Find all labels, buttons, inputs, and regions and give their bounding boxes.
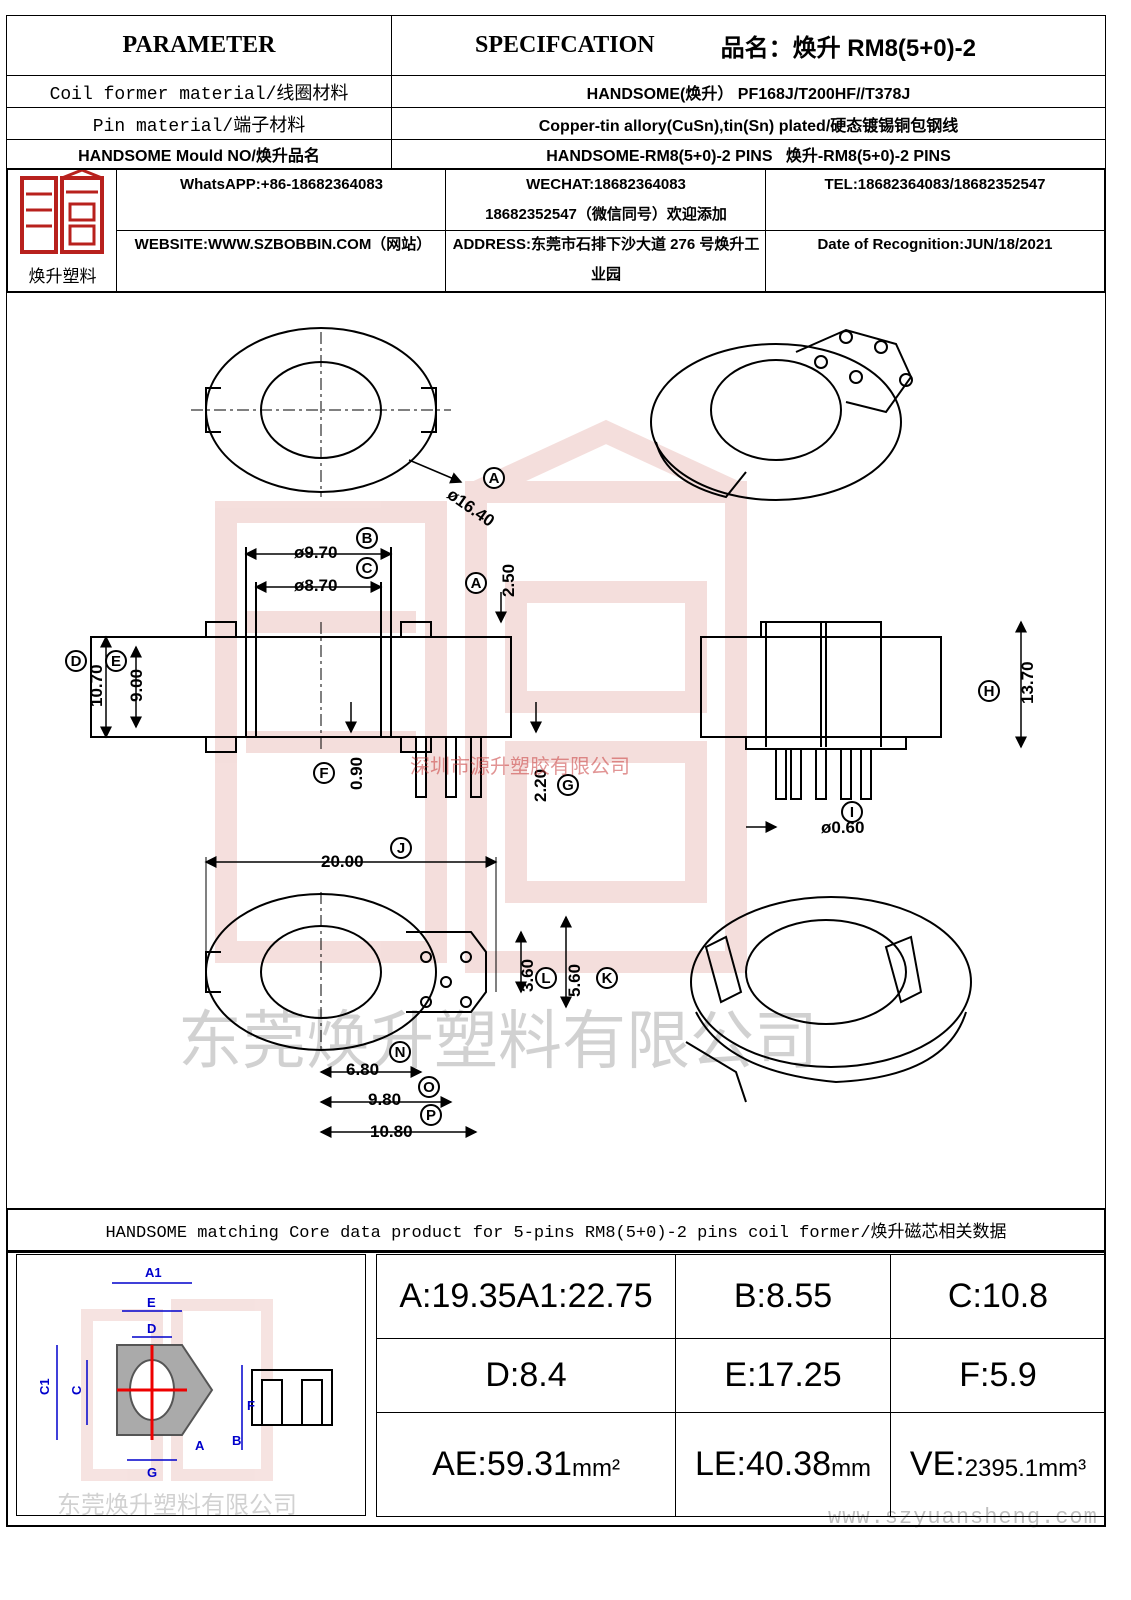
specification-label: SPECIFCATION (475, 32, 655, 58)
letter-b: B (362, 530, 373, 547)
letter-n: N (395, 1044, 406, 1061)
core-diagram: A1 E D C1 C F B G A (37, 1265, 333, 1481)
core-value-b: B:8.55 (675, 1254, 891, 1339)
product-name-label: 品名：焕升 RM8(5+0)-2 (720, 35, 976, 62)
technical-drawing: ø16.40 ø9.70 ø8.70 2.50 10.70 9.00 0.90 … (65, 327, 1037, 1141)
dim-g: 2.20 (531, 769, 550, 802)
letter-e: E (111, 653, 121, 670)
core-label-c: C (69, 1385, 84, 1395)
red-logo-watermark (215, 419, 747, 973)
contact-grid-lines (117, 170, 1104, 291)
tel-text: TEL:18682364083/18682352547 (824, 176, 1046, 193)
dim-j: 20.00 (321, 852, 364, 871)
side-view-body (90, 636, 512, 738)
dim-h: 13.70 (1018, 661, 1037, 704)
letter-g: G (562, 777, 574, 794)
core-value-c: C:10.8 (890, 1254, 1106, 1339)
letter-j: J (397, 840, 405, 857)
core-label-a1: A1 (145, 1265, 162, 1280)
letter-a2: A (471, 575, 482, 592)
pin-material-label: Pin material/端子材料 (6, 107, 392, 140)
dim-p: 10.80 (370, 1122, 413, 1141)
parameter-header: PARAMETER (6, 15, 392, 76)
dim-k: 5.60 (565, 964, 584, 997)
letter-a: A (489, 470, 500, 487)
website-text: WEBSITE:WWW.SZBOBBIN.COM（网站） (134, 236, 432, 253)
mould-no-value: HANDSOME-RM8(5+0)-2 PINS 焕升-RM8(5+0)-2 P… (391, 139, 1106, 169)
core-value-le-num: LE:40.38 (694, 1445, 832, 1483)
core-watermark: 东莞焕升塑料有限公司 (57, 1491, 297, 1519)
wechat-line1: WECHAT:18682364083 (526, 176, 686, 193)
coil-material-label: Coil former material/线圈材料 (6, 75, 392, 108)
dim-b: ø9.70 (294, 543, 337, 562)
letter-p: P (426, 1107, 436, 1124)
core-label-a: A (195, 1438, 205, 1453)
core-value-ae-unit: mm² (571, 1454, 620, 1482)
core-section-title: HANDSOME matching Core data product for … (6, 1208, 1106, 1252)
core-value-d: D:8.4 (376, 1338, 676, 1413)
letter-i: I (850, 804, 854, 821)
letter-o: O (423, 1079, 435, 1096)
letter-d: D (71, 653, 82, 670)
logo: 焕升塑料 (8, 168, 117, 291)
specification-header: SPECIFCATION 品名：焕升 RM8(5+0)-2 (391, 15, 1106, 76)
core-diagram-box: A1 E D C1 C F B G A 东莞焕升塑料有限公司 (16, 1254, 366, 1519)
core-value-ve: VE:2395.1mm³ (890, 1412, 1106, 1517)
core-label-f: F (247, 1398, 255, 1413)
core-label-d: D (147, 1321, 156, 1336)
letter-c: C (362, 560, 373, 577)
dim-d: 10.70 (87, 664, 106, 707)
dim-e: 9.00 (127, 669, 146, 702)
letter-f: F (319, 765, 328, 782)
dim-o: 9.80 (368, 1090, 401, 1109)
footer-url-watermark: www.szyuansheng.com (828, 1505, 1098, 1530)
core-value-le-unit: mm (831, 1454, 872, 1482)
core-label-g: G (147, 1465, 157, 1480)
core-value-ve-num: VE: (909, 1445, 965, 1483)
letter-k: K (602, 970, 613, 987)
core-value-f: F:5.9 (890, 1338, 1106, 1413)
letter-l: L (541, 970, 550, 987)
date-text: Date of Recognition:JUN/18/2021 (817, 236, 1053, 253)
logo-mark-icon (20, 168, 104, 254)
core-label-c1: C1 (37, 1378, 52, 1395)
dim-f: 0.90 (347, 757, 366, 790)
dim-a2: 2.50 (499, 564, 518, 597)
red-company-watermark: 深圳市源升塑胶有限公司 (410, 754, 630, 778)
wechat-text: WECHAT:18682364083 18682352547（微信同号）欢迎添加 (446, 170, 766, 230)
address-text: ADDRESS:东莞市石排下沙大道 276 号焕升工业园 (452, 236, 760, 283)
dim-n: 6.80 (346, 1060, 379, 1079)
gray-company-watermark: 东莞焕升塑料有限公司 (178, 1005, 818, 1079)
core-label-b: B (232, 1433, 241, 1448)
logo-text: 焕升塑料 (28, 267, 97, 287)
wechat-line2: 18682352547（微信同号）欢迎添加 (485, 206, 727, 223)
coil-material-value: HANDSOME(焕升） PF168J/T200HF//T378J (391, 75, 1106, 108)
core-label-e: E (147, 1295, 156, 1310)
pin-material-value: Copper-tin allory(CuSn),tin(Sn) plated/硬… (391, 107, 1106, 140)
core-value-ae-num: AE:59.31 (432, 1445, 572, 1483)
whatsapp-text: WhatsAPP:+86-18682364083 (179, 176, 384, 193)
core-value-e: E:17.25 (675, 1338, 891, 1413)
mould-no-label: HANDSOME Mould NO/焕升品名 (6, 139, 392, 169)
dim-c: ø8.70 (294, 576, 337, 595)
core-value-a: A:19.35A1:22.75 (376, 1254, 676, 1339)
dim-l: 3.60 (518, 959, 537, 992)
core-value-ve-unit: 2395.1mm³ (964, 1454, 1087, 1482)
letter-h: H (984, 683, 995, 700)
